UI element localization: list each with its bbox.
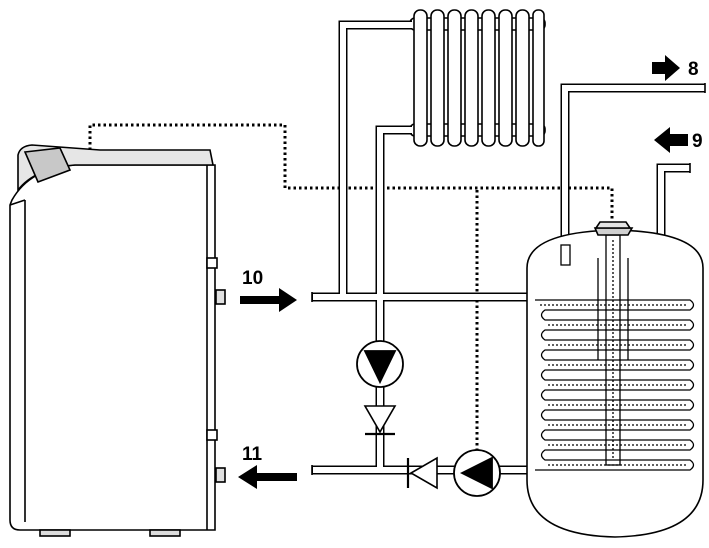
pipework xyxy=(311,20,706,505)
boiler-unit xyxy=(9,144,226,537)
label-return: 11 xyxy=(242,444,263,465)
label-cold-in: 9 xyxy=(692,131,703,152)
cold-in-arrow-icon xyxy=(654,127,688,153)
boiler-front-panel xyxy=(9,199,26,522)
boiler-foot-left xyxy=(39,529,71,537)
boiler-side-fitting-1 xyxy=(206,257,218,269)
wire-sensor xyxy=(88,123,614,230)
boiler-control-top xyxy=(17,144,214,193)
supply-arrow-icon xyxy=(240,288,297,312)
radiator xyxy=(409,9,546,147)
boiler-body xyxy=(9,164,216,531)
cylinder-shell xyxy=(526,229,704,538)
boiler-side-fitting-2 xyxy=(206,429,218,441)
hot-out-arrow-icon xyxy=(652,55,680,81)
cylinder-check-valve xyxy=(406,456,438,490)
label-hot-out: 8 xyxy=(688,59,699,80)
boiler-foot-right xyxy=(149,529,181,537)
cylinder-circulation-pump xyxy=(453,449,501,497)
boiler-display xyxy=(23,147,72,184)
control-wires xyxy=(88,123,614,455)
flow-arrows xyxy=(238,55,688,489)
heating-circulation-pump xyxy=(356,340,404,388)
radiator-sections xyxy=(413,9,545,147)
hot-water-cylinder xyxy=(526,221,704,538)
boiler-return-connector xyxy=(215,467,226,483)
cylinder-top-fitting xyxy=(593,227,634,236)
heating-check-valve xyxy=(363,405,397,436)
return-arrow-icon xyxy=(238,465,297,489)
label-supply: 10 xyxy=(242,268,263,289)
boiler-supply-connector xyxy=(215,289,226,305)
